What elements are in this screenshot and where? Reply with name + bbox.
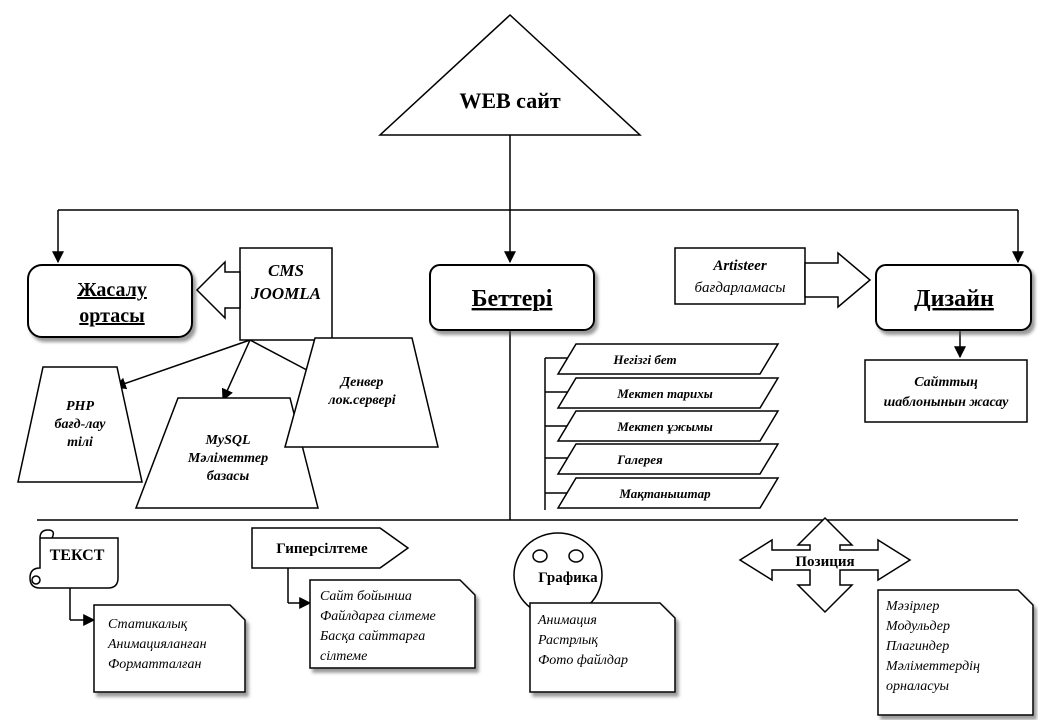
text-block-item: Анимацияланған bbox=[107, 637, 207, 652]
page-items-shapes bbox=[556, 343, 780, 509]
hyperlink-item: Басқа сайттарға bbox=[319, 629, 425, 644]
hyperlink-title: Гиперсілтеме bbox=[276, 541, 368, 557]
php-trapezoid bbox=[17, 366, 143, 483]
graphics-note bbox=[529, 602, 676, 693]
mysql-line3: базасы bbox=[207, 469, 250, 484]
text-block-item: Форматталған bbox=[108, 657, 201, 672]
cms-arrow-icon bbox=[195, 260, 241, 320]
hyperlink-item: сілтеме bbox=[320, 649, 367, 664]
position-item: Модульдер bbox=[885, 619, 950, 634]
position-item: орналасуы bbox=[886, 679, 949, 694]
design-box bbox=[875, 264, 1032, 331]
dev-env-line1: Жасалу bbox=[77, 279, 147, 301]
cms-box bbox=[239, 247, 333, 341]
scroll-icon bbox=[29, 529, 119, 589]
template-line1: Сайттың bbox=[914, 375, 978, 390]
hyperlink-item: Файлдарға сілтеме bbox=[320, 609, 436, 624]
mysql-line1: MySQL bbox=[204, 433, 250, 448]
position-item: Мәліметтердің bbox=[885, 659, 980, 674]
artisteer-arrow-icon bbox=[804, 251, 872, 309]
denver-line1: Денвер bbox=[339, 375, 384, 390]
hyperlink-note bbox=[309, 579, 476, 669]
four-way-arrow-icon bbox=[738, 516, 912, 614]
graphics-item: Анимация bbox=[537, 613, 597, 628]
page-item: Мектеп ұжымы bbox=[616, 419, 713, 434]
hyperlink-arrow-shape bbox=[251, 527, 410, 569]
position-title: Позиция bbox=[795, 554, 854, 570]
php-line2: бағд-лау bbox=[55, 417, 107, 432]
cms-line1: CMS bbox=[268, 261, 304, 280]
position-item: Мәзірлер bbox=[885, 599, 939, 614]
denver-trapezoid bbox=[284, 337, 439, 448]
pages-title: Беттері bbox=[472, 286, 553, 312]
cms-line2: JOOMLA bbox=[250, 284, 321, 303]
page-item: Мақтаныштар bbox=[618, 486, 711, 501]
php-line1: PHP bbox=[66, 399, 94, 414]
smiley-face-icon bbox=[513, 532, 603, 618]
web-site-triangle bbox=[378, 13, 642, 136]
text-block-item: Статикалық bbox=[108, 617, 188, 632]
text-block-title: ТЕКСТ bbox=[50, 547, 105, 564]
php-line3: тілі bbox=[67, 435, 93, 450]
mysql-line2: Мәліметтер bbox=[187, 451, 268, 466]
template-box bbox=[864, 359, 1028, 423]
template-line2: шаблонынын жасау bbox=[884, 395, 1010, 410]
artisteer-line2: бағдарламасы bbox=[694, 280, 785, 296]
artisteer-line1: Artisteer bbox=[712, 258, 766, 274]
design-title: Дизайн bbox=[914, 286, 994, 312]
root-title: WEB сайт bbox=[459, 88, 561, 113]
hyperlink-item: Сайт бойынша bbox=[320, 589, 412, 604]
position-note bbox=[877, 589, 1034, 716]
position-item: Плагиндер bbox=[885, 639, 949, 654]
pages-box bbox=[429, 264, 595, 331]
page-item: Мектеп тарихы bbox=[616, 386, 713, 401]
dev-env-line2: ортасы bbox=[79, 305, 145, 327]
denver-line2: лок.сервері bbox=[327, 393, 395, 408]
page-item: Галерея bbox=[616, 452, 663, 467]
dev-env-box bbox=[27, 264, 193, 338]
graphics-item: Растрлық bbox=[537, 633, 598, 648]
graphics-item: Фото файлдар bbox=[538, 653, 628, 668]
connector-lines bbox=[37, 135, 1024, 626]
graphics-title: Графика bbox=[538, 570, 598, 586]
mysql-trapezoid bbox=[134, 397, 319, 509]
text-note bbox=[93, 604, 246, 693]
page-item: Негізгі бет bbox=[612, 352, 676, 367]
